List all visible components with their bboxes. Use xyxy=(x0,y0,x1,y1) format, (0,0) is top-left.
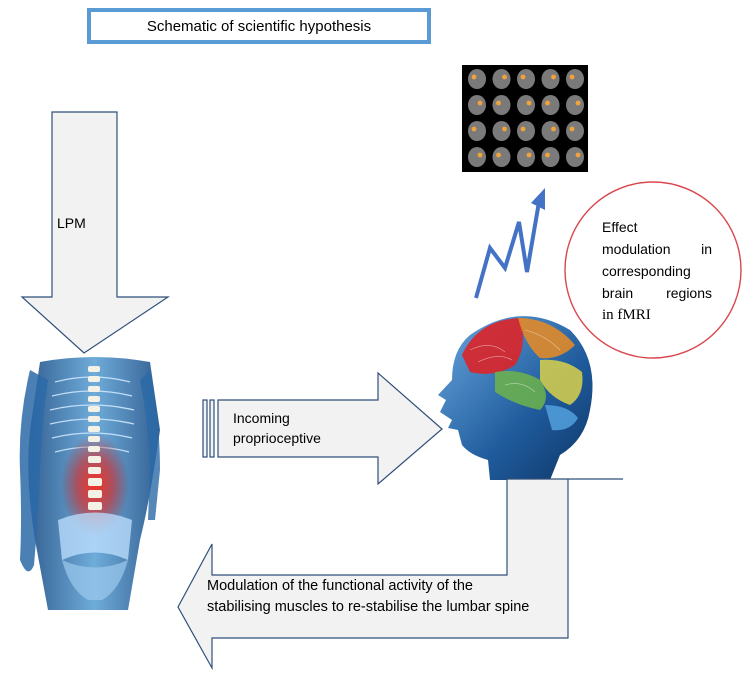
fmri-slice xyxy=(566,95,584,115)
effect-word-5: brain xyxy=(602,285,634,301)
fmri-activation-spot xyxy=(502,126,507,132)
fmri-activation-spot xyxy=(477,152,483,158)
incoming-arrow xyxy=(202,371,443,486)
fmri-slice xyxy=(541,95,560,115)
fmri-slice xyxy=(566,121,584,141)
effect-word-3: in xyxy=(701,241,712,257)
fmri-activation-spot xyxy=(471,74,477,80)
effect-text: Effect modulation in corresponding brain… xyxy=(602,216,712,326)
fmri-slice xyxy=(492,69,511,89)
signal-zigzag-icon xyxy=(474,201,541,299)
lpm-label: LPM xyxy=(57,215,86,231)
incoming-label-line2: proprioceptive xyxy=(233,430,321,446)
fmri-activation-spot xyxy=(545,152,550,158)
fmri-activation-spot xyxy=(569,74,575,80)
fmri-slice xyxy=(468,95,486,115)
feedback-bent-arrow xyxy=(177,478,623,671)
fmri-slice xyxy=(541,69,560,89)
fmri-activation-spot xyxy=(477,100,483,106)
fmri-activation-spot xyxy=(471,126,477,132)
modulation-label-line2: stabilising muscles to re-stabilise the … xyxy=(207,599,530,615)
fmri-activation-spot xyxy=(569,126,575,132)
fmri-activation-spot xyxy=(496,100,501,106)
fmri-activation-spot xyxy=(526,152,532,158)
fmri-activation-spot xyxy=(551,126,556,132)
fmri-slice xyxy=(468,147,486,167)
fmri-activation-spot xyxy=(575,152,581,158)
lpm-down-arrow xyxy=(20,111,170,354)
modulation-label-line1: Modulation of the functional activity of… xyxy=(207,578,473,594)
page-title: Schematic of scientific hypothesis xyxy=(87,8,431,44)
fmri-activation-spot xyxy=(575,100,581,106)
fmri-slice xyxy=(492,147,511,167)
fmri-slice xyxy=(517,95,535,115)
effect-word-2: modulation xyxy=(602,241,671,257)
torso-spine-illustration xyxy=(19,357,161,610)
human-head-brain-illustration xyxy=(438,316,593,480)
fmri-slice xyxy=(468,121,486,141)
fmri-slice xyxy=(541,147,560,167)
fmri-slice xyxy=(566,69,584,89)
effect-word-4: corresponding xyxy=(602,263,691,279)
fmri-slice xyxy=(492,95,511,115)
fmri-slice xyxy=(517,147,535,167)
fmri-activation-spot xyxy=(520,74,526,80)
incoming-label-line1: Incoming xyxy=(233,410,290,426)
fmri-activation-spot xyxy=(551,74,556,80)
fmri-activation-spot xyxy=(502,74,507,80)
modulation-label: Modulation of the functional activity of… xyxy=(207,576,567,618)
effect-word-1: Effect xyxy=(602,219,638,235)
fmri-activation-spot xyxy=(526,100,532,106)
effect-word-6: regions xyxy=(666,285,712,301)
fmri-slice xyxy=(468,69,486,89)
fmri-slice xyxy=(517,69,535,89)
fmri-slice xyxy=(566,147,584,167)
fmri-activation-spot xyxy=(545,100,550,106)
incoming-proprioceptive-label: Incoming proprioceptive xyxy=(233,408,383,448)
zigzag-arrowhead-icon xyxy=(531,188,545,210)
effect-word-7: in fMRI xyxy=(602,307,651,323)
fmri-activation-spot xyxy=(520,126,526,132)
fmri-activation-spot xyxy=(496,152,501,158)
effect-circle xyxy=(564,181,742,359)
fmri-scan-grid xyxy=(462,65,588,172)
fmri-slice xyxy=(517,121,535,141)
fmri-slice xyxy=(541,121,560,141)
fmri-slice xyxy=(492,121,511,141)
